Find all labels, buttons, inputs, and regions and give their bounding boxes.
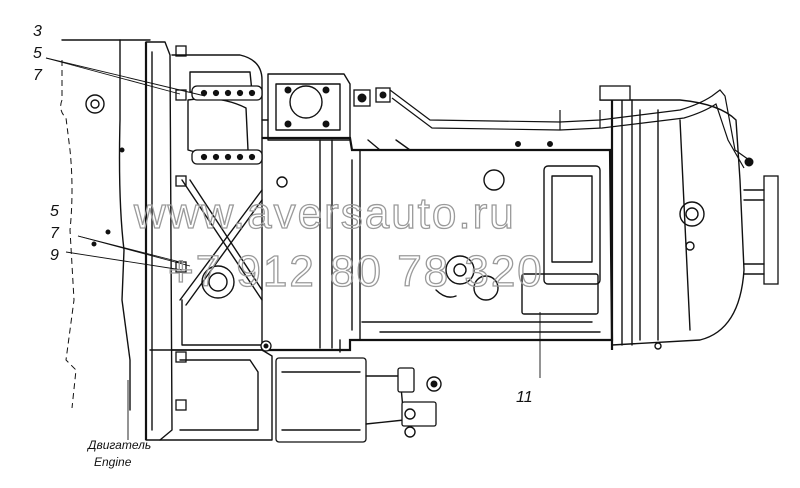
callout-labels: 3 5 7 5 7 9 11 bbox=[33, 23, 533, 406]
caption-en: Engine bbox=[94, 455, 132, 469]
engine-caption: Двигатель Engine bbox=[86, 438, 151, 469]
watermark-phone: +7 912 80 78 320 bbox=[168, 247, 544, 296]
callout-3: 3 bbox=[33, 23, 42, 40]
control-valve-block bbox=[261, 73, 391, 141]
clutch-housing bbox=[171, 54, 263, 351]
watermark: www.aversauto.ru +7 912 80 78 320 bbox=[132, 188, 544, 296]
air-pipe bbox=[389, 89, 754, 169]
leader-lines bbox=[45, 57, 541, 378]
engine-block bbox=[60, 39, 151, 440]
callout-7-mid: 7 bbox=[50, 225, 60, 242]
callout-11: 11 bbox=[516, 389, 533, 406]
callout-5-top: 5 bbox=[33, 45, 42, 62]
callout-5-mid: 5 bbox=[50, 203, 59, 220]
rear-housing bbox=[599, 85, 779, 350]
caption-ru: Двигатель bbox=[86, 438, 151, 452]
clutch-booster bbox=[149, 339, 442, 443]
bell-housing-flange bbox=[144, 41, 187, 441]
callout-9: 9 bbox=[50, 247, 59, 264]
callout-7-top: 7 bbox=[33, 67, 43, 84]
gearbox-case bbox=[262, 136, 614, 352]
watermark-site: www.aversauto.ru bbox=[133, 189, 516, 238]
